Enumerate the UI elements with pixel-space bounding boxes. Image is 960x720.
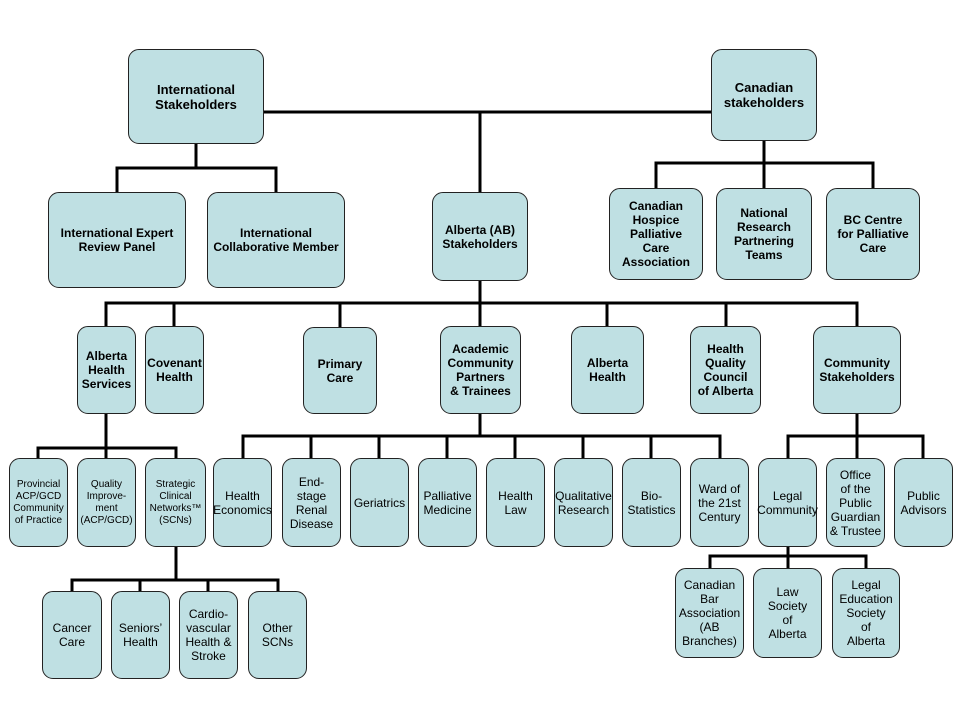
node-international-stakeholders: International Stakeholders [128, 49, 264, 144]
node-alberta-health: Alberta Health [571, 326, 644, 414]
node-end-stage-renal-disease: End-stage Renal Disease [282, 458, 341, 547]
node-academic-community-partners: Academic Community Partners & Trainees [440, 326, 521, 414]
node-health-quality-council: Health Quality Council of Alberta [690, 326, 761, 414]
node-cardiovascular-health-stroke: Cardio- vascular Health & Stroke [179, 591, 238, 679]
node-alberta-stakeholders: Alberta (AB) Stakeholders [432, 192, 528, 281]
node-canadian-bar-association: Canadian Bar Association (AB Branches) [675, 568, 744, 658]
node-national-research-partnering-teams: National Research Partnering Teams [716, 188, 812, 280]
node-geriatrics: Geriatrics [350, 458, 409, 547]
node-cancer-care: Cancer Care [42, 591, 102, 679]
node-office-public-guardian: Office of the Public Guardian & Trustee [826, 458, 885, 547]
node-international-collaborative-member: International Collaborative Member [207, 192, 345, 288]
node-covenant-health: Covenant Health [145, 326, 204, 414]
node-primary-care: Primary Care [303, 327, 377, 414]
node-qualitative-research: Qualitative Research [554, 458, 613, 547]
node-bio-statistics: Bio- Statistics [622, 458, 681, 547]
node-alberta-health-services: Alberta Health Services [77, 326, 136, 414]
node-community-stakeholders: Community Stakeholders [813, 326, 901, 414]
node-health-economics: Health Economics [213, 458, 272, 547]
node-palliative-medicine: Palliative Medicine [418, 458, 477, 547]
node-legal-community: Legal Community [757, 458, 818, 547]
node-canadian-stakeholders: Canadian stakeholders [711, 49, 817, 141]
node-health-law: Health Law [486, 458, 545, 547]
node-chpca: Canadian Hospice Palliative Care Associa… [609, 188, 703, 280]
node-quality-improvement: Quality Improve- ment (ACP/GCD) [77, 458, 136, 547]
node-law-society-alberta: Law Society of Alberta [753, 568, 822, 658]
node-strategic-clinical-networks: Strategic Clinical Networks™ (SCNs) [145, 458, 206, 547]
node-public-advisors: Public Advisors [894, 458, 953, 547]
node-provincial-acp-gcd: Provincial ACP/GCD Community of Practice [9, 458, 68, 547]
node-international-expert-review-panel: International Expert Review Panel [48, 192, 186, 288]
node-legal-education-society: Legal Education Society of Alberta [832, 568, 900, 658]
node-seniors-health: Seniors’ Health [111, 591, 170, 679]
node-other-scns: Other SCNs [248, 591, 307, 679]
node-bc-centre-palliative-care: BC Centre for Palliative Care [826, 188, 920, 280]
node-ward-21st-century: Ward of the 21st Century [690, 458, 749, 547]
